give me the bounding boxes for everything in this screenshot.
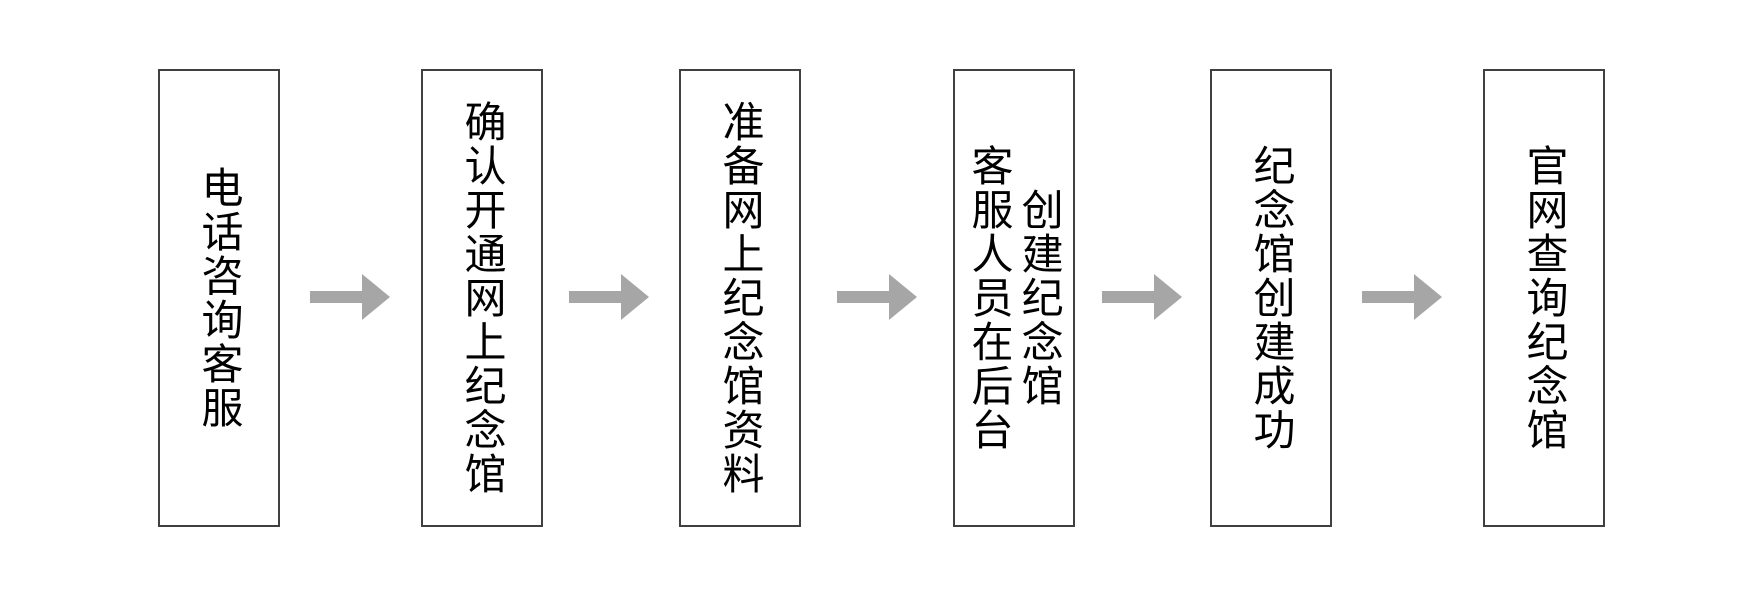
step-box-5-create-success: 纪念馆创建成功 — [1210, 69, 1332, 527]
step-5-label: 纪念馆创建成功 — [1248, 144, 1296, 452]
arrow-right-icon — [569, 274, 649, 320]
step-box-1-phone-consult: 电话咨询客服 — [158, 69, 280, 527]
step-box-6-official-site-query: 官网查询纪念馆 — [1483, 69, 1605, 527]
arrow-right-icon — [310, 274, 390, 320]
step-6-label: 官网查询纪念馆 — [1521, 144, 1569, 452]
step-box-3-prepare-materials: 准备网上纪念馆资料 — [679, 69, 801, 527]
step-4-label-column-1: 客服人员在后台 — [966, 144, 1013, 452]
step-2-label: 确认开通网上纪念馆 — [459, 100, 507, 496]
step-4-label-column-2: 创建纪念馆 — [1016, 188, 1064, 408]
step-box-4-backend-create: 客服人员在后台 创建纪念馆 — [953, 69, 1075, 527]
step-box-2-confirm-open: 确认开通网上纪念馆 — [421, 69, 543, 527]
step-1-label: 电话咨询客服 — [196, 166, 244, 430]
arrow-right-icon — [1102, 274, 1182, 320]
arrow-right-icon — [837, 274, 917, 320]
arrow-right-icon — [1362, 274, 1442, 320]
step-3-label: 准备网上纪念馆资料 — [717, 100, 765, 496]
